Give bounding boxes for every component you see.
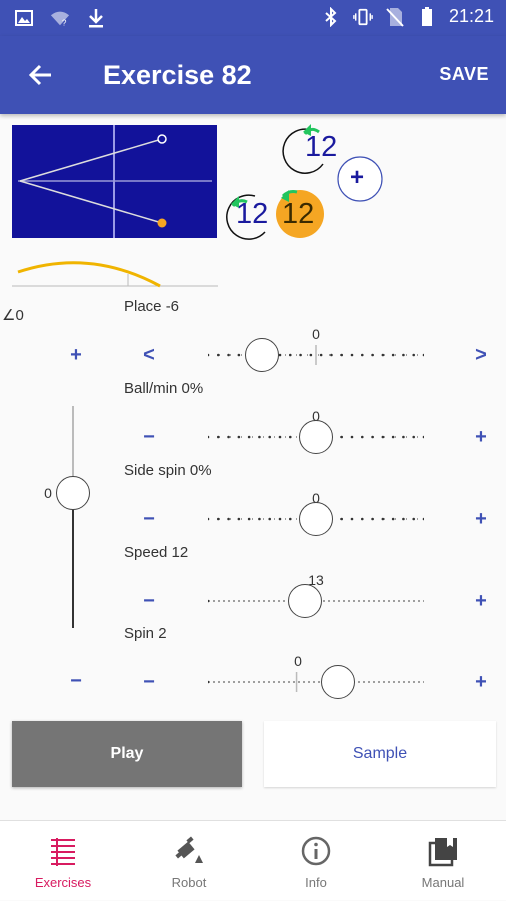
svg-text:?: ? — [62, 18, 67, 27]
slider-label: Place -6 — [124, 298, 180, 315]
height-value: 0 — [44, 485, 52, 501]
vibrate-icon — [353, 7, 373, 27]
nav-info[interactable]: Info — [253, 821, 379, 901]
nav-robot[interactable]: Robot — [126, 821, 252, 901]
slider-value: 0 — [294, 653, 302, 669]
slider-value: 0 — [312, 326, 320, 342]
clock: 21:21 — [448, 6, 494, 26]
list-icon — [47, 835, 79, 867]
selected-ball-badge[interactable]: 12 — [282, 198, 315, 230]
slider-knob[interactable] — [299, 502, 333, 536]
sample-button[interactable]: Sample — [264, 721, 496, 787]
decrease-button[interactable]: − — [143, 508, 155, 530]
height-minus-button[interactable]: − — [70, 670, 82, 692]
decrease-button[interactable]: − — [143, 426, 155, 448]
add-ball-button[interactable]: + — [350, 164, 365, 191]
slider-value: 0 — [312, 408, 320, 424]
bottom-navigation: Exercises Robot Info Manual — [0, 820, 506, 900]
robot-icon — [173, 835, 205, 867]
play-button[interactable]: Play — [12, 721, 242, 787]
nav-label: Robot — [171, 875, 207, 890]
slider-label: Speed 12 — [124, 544, 189, 561]
previous-button[interactable]: < — [143, 344, 155, 366]
slider-knob[interactable] — [245, 338, 279, 372]
save-button[interactable]: SAVE — [439, 64, 489, 84]
nav-label: Info — [305, 875, 327, 890]
increase-button[interactable]: + — [475, 426, 487, 448]
app-bar: Exercise 82 SAVE — [0, 36, 506, 114]
slider-knob[interactable] — [320, 665, 355, 699]
nav-exercises[interactable]: Exercises — [0, 821, 126, 901]
increase-button[interactable]: + — [475, 508, 487, 530]
decrease-button[interactable]: − — [143, 671, 155, 693]
ball-sequence: 12 + 12 12 — [225, 122, 395, 247]
ball-badge[interactable]: 12 — [236, 198, 269, 230]
slider-track[interactable] — [206, 591, 424, 611]
arrow-back-icon[interactable] — [24, 58, 58, 92]
ball-point — [157, 218, 167, 228]
no-sim-icon — [385, 7, 405, 27]
nav-manual[interactable]: Manual — [380, 821, 506, 901]
angle-label: ∠0 — [2, 307, 24, 324]
nav-label: Exercises — [34, 875, 92, 890]
bluetooth-icon — [321, 6, 341, 27]
page-title: Exercise 82 — [103, 60, 252, 90]
increase-button[interactable]: + — [475, 671, 487, 693]
nav-label: Manual — [421, 875, 465, 890]
slider-track[interactable] — [206, 339, 426, 371]
height-plus-button[interactable]: + — [70, 344, 82, 366]
info-icon — [300, 835, 332, 867]
slider-knob[interactable] — [299, 420, 333, 454]
table-preview[interactable] — [12, 125, 217, 238]
slider-value: 13 — [308, 572, 324, 588]
download-icon — [86, 8, 106, 28]
manual-icon — [427, 835, 459, 867]
height-slider-track[interactable] — [72, 486, 74, 628]
battery-icon — [417, 6, 437, 27]
slider-track[interactable] — [206, 666, 424, 698]
decrease-button[interactable]: − — [143, 590, 155, 612]
slider-label: Spin 2 — [124, 625, 167, 642]
slider-value: 0 — [312, 490, 320, 506]
slider-label: Ball/min 0% — [124, 380, 204, 397]
trajectory-arc — [10, 254, 220, 294]
height-slider-knob[interactable] — [56, 476, 90, 510]
exercise-editor: 12 + 12 12 ∠0 + 0 − Place -6 0 < > Ball/min … — [0, 114, 506, 820]
slider-knob[interactable] — [288, 584, 323, 618]
image-icon — [14, 8, 34, 28]
target-point — [157, 134, 167, 144]
next-button[interactable]: > — [475, 344, 487, 366]
status-bar: ? 21:21 — [0, 0, 506, 36]
wifi-question-icon: ? — [50, 8, 70, 28]
increase-button[interactable]: + — [475, 590, 487, 612]
ball-badge[interactable]: 12 — [305, 131, 338, 163]
slider-label: Side spin 0% — [124, 462, 212, 479]
